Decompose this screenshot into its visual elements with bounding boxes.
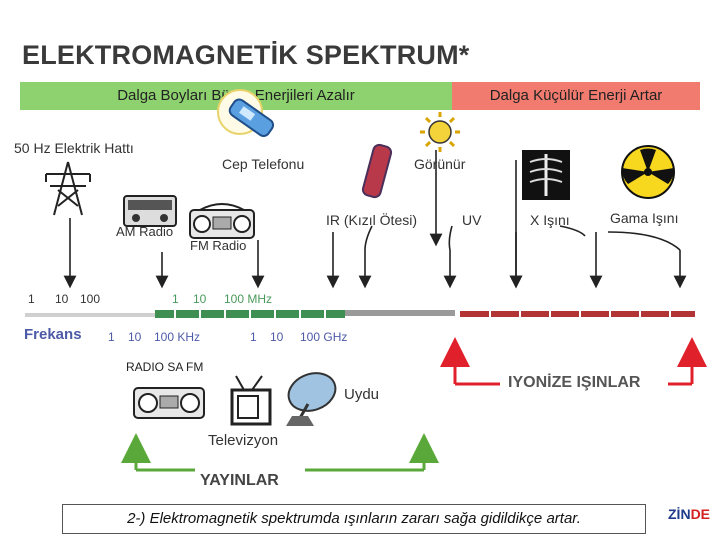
radio-label: RADIO SA FM	[126, 360, 204, 374]
logo-part-2: DE	[690, 506, 711, 522]
freq-tick: 1	[108, 330, 115, 344]
tv-label: Televizyon	[208, 432, 279, 449]
boombox-icon	[189, 203, 255, 239]
power-line-label: 50 Hz Elektrik Hattı	[14, 140, 134, 156]
scale-tick: 10	[55, 292, 69, 306]
logo: ZİNDE	[668, 506, 710, 522]
xray-chest-icon	[522, 150, 570, 200]
visible-label: Görünür	[414, 156, 466, 172]
satellite-dish-icon	[286, 372, 337, 426]
frequency-label: Frekans	[24, 326, 82, 343]
power-tower-icon	[45, 161, 91, 216]
page-title: ELEKTROMAGNETİK SPEKTRUM*	[22, 40, 470, 70]
scale-tick: 100 MHz	[224, 292, 273, 306]
broadcast-range-arrow	[121, 433, 439, 472]
remote-control-icon	[361, 143, 393, 199]
logo-part-1: ZİN	[668, 506, 691, 522]
ionizing-range-arrow	[440, 337, 707, 386]
scale-tick: 1	[172, 292, 179, 306]
radiation-icon	[621, 145, 675, 199]
freq-tick: 10	[128, 330, 142, 344]
phone-label: Cep Telefonu	[222, 156, 305, 172]
am-radio-icon	[123, 195, 177, 227]
freq-tick: 100 GHz	[300, 330, 348, 344]
xray-label: X Işını	[530, 212, 570, 228]
satellite-label: Uydu	[344, 386, 380, 403]
scale-tick: 1	[28, 292, 35, 306]
mobile-phone-icon	[217, 89, 275, 137]
freq-tick: 100 KHz	[154, 330, 201, 344]
freq-tick: 10	[270, 330, 284, 344]
uv-label: UV	[462, 212, 482, 228]
sun-icon	[420, 112, 460, 152]
television-icon	[230, 375, 272, 426]
scale-tick: 10	[193, 292, 207, 306]
gamma-label: Gama Işını	[610, 210, 679, 226]
freq-tick: 1	[250, 330, 257, 344]
am-radio-label: AM Radio	[116, 224, 174, 239]
broadcast-label: YAYINLAR	[200, 472, 279, 489]
footer-note-box: 2-) Elektromagnetik spektrumda ışınların…	[62, 504, 646, 534]
spectrum-band	[25, 310, 695, 318]
ionizing-label: IYONİZE IŞINLAR	[508, 374, 641, 391]
ir-label: IR (Kızıl Ötesi)	[326, 212, 418, 228]
boombox-icon	[133, 387, 205, 419]
footer-note: 2-) Elektromagnetik spektrumda ışınların…	[127, 510, 581, 527]
short-wave-banner: Dalga Küçülür Enerji Artar	[452, 82, 700, 110]
fm-radio-label: FM Radio	[190, 238, 247, 253]
scale-tick: 100	[80, 292, 101, 306]
